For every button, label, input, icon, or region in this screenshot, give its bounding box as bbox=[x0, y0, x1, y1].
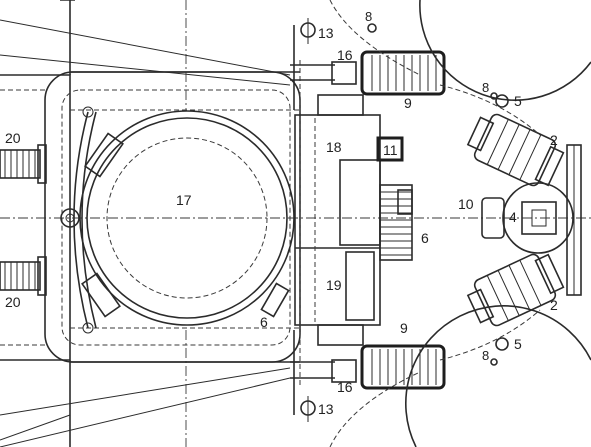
label-5-top: 5 bbox=[514, 93, 522, 109]
label-8-mid: 8 bbox=[482, 80, 489, 95]
label-4: 4 bbox=[509, 209, 517, 225]
label-9-top: 9 bbox=[404, 95, 412, 111]
hull-outline bbox=[0, 0, 291, 447]
rods bbox=[293, 18, 316, 422]
label-9-bottom: 9 bbox=[400, 320, 408, 336]
label-13-top: 13 bbox=[318, 25, 334, 41]
central-drum bbox=[481, 144, 582, 296]
tracks bbox=[290, 50, 446, 390]
label-20-bottom: 20 bbox=[5, 294, 21, 310]
label-2-top: 2 bbox=[550, 132, 558, 148]
label-6-right: 6 bbox=[421, 230, 429, 246]
wheel-arcs bbox=[329, 0, 591, 447]
label-5-bottom: 5 bbox=[514, 336, 522, 352]
left-blocks bbox=[0, 144, 47, 296]
engine-units bbox=[466, 113, 565, 327]
label-18: 18 bbox=[326, 139, 342, 155]
callout-labels: 2 2 4 5 5 6 6 8 8 8 9 9 10 11 13 13 16 1… bbox=[5, 9, 558, 417]
turret-ring bbox=[79, 110, 295, 326]
label-2-bottom: 2 bbox=[550, 297, 558, 313]
label-6-ring: 6 bbox=[260, 314, 268, 330]
rear-compartment bbox=[294, 60, 381, 385]
label-16-top: 16 bbox=[337, 47, 353, 63]
label-13-bottom: 13 bbox=[318, 401, 334, 417]
label-17: 17 bbox=[176, 192, 192, 208]
label-8-top: 8 bbox=[365, 9, 372, 24]
traverse-arc bbox=[60, 106, 97, 334]
label-16-bottom: 16 bbox=[337, 379, 353, 395]
radiator bbox=[376, 136, 413, 261]
hatched-blocks-ring bbox=[81, 132, 290, 318]
small-circles bbox=[367, 23, 509, 366]
label-10: 10 bbox=[458, 196, 474, 212]
main-frame bbox=[44, 71, 301, 363]
label-19: 19 bbox=[326, 277, 342, 293]
label-11: 11 bbox=[383, 142, 398, 158]
label-20-top: 20 bbox=[5, 130, 21, 146]
label-8-bottom: 8 bbox=[482, 348, 489, 363]
